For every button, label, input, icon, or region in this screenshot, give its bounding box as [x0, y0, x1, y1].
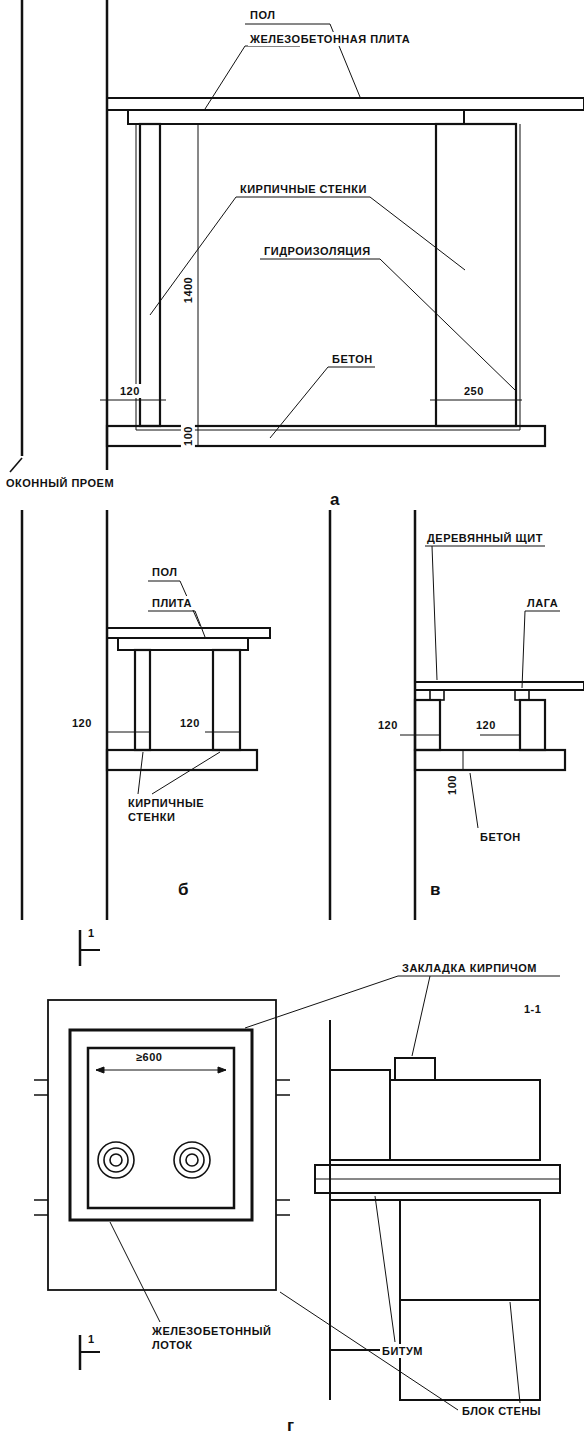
shield-label: ДЕРЕВЯННЫЙ ЩИТ [425, 531, 545, 545]
dimension: 100 [181, 424, 195, 448]
floor-label: ПОЛ [248, 8, 277, 22]
brick-walls-label: КИРПИЧНЫЕ СТЕНКИ [238, 182, 369, 196]
slab-label: ЖЕЛЕЗОБЕТОННАЯ ПЛИТА [248, 32, 412, 46]
concrete-label: БЕТОН [330, 352, 375, 366]
dimension: ≥600 [134, 1050, 164, 1064]
figure-letter: в [428, 880, 443, 899]
brick-walls-label: КИРПИЧНЫЕ СТЕНКИ [126, 796, 240, 824]
floor-label: ПОЛ [150, 565, 179, 579]
dimension: 120 [178, 716, 202, 730]
dimension: 120 [474, 718, 498, 732]
tray-label: ЖЕЛЕЗОБЕТОННЫЙ ЛОТОК [150, 1324, 294, 1352]
dimension: 120 [376, 718, 400, 732]
dimension: 1400 [181, 275, 195, 305]
figure-letter: г [285, 1416, 297, 1435]
window-label: ОКОННЫЙ ПРОЕМ [4, 476, 116, 490]
section-mark: 1 [86, 926, 97, 940]
dimension: 250 [462, 384, 486, 398]
brick-fill-label: ЗАКЛАДКА КИРПИЧОМ [400, 961, 539, 975]
concrete-label: БЕТОН [478, 830, 523, 844]
dimension: 120 [118, 384, 142, 398]
figure-letter: а [328, 490, 342, 509]
section-mark: 1 [86, 1332, 97, 1346]
dimension: 100 [445, 773, 459, 797]
wall-block-label: БЛОК СТЕНЫ [460, 1404, 543, 1418]
slab-label: ПЛИТА [150, 596, 194, 610]
dimension: 120 [70, 716, 94, 730]
waterproofing-label: ГИДРОИЗОЛЯЦИЯ [262, 244, 373, 258]
bitumen-label: БИТУМ [380, 1344, 425, 1358]
figure-letter: б [176, 880, 191, 899]
joist-label: ЛАГА [525, 596, 560, 610]
section-title: 1-1 [522, 1002, 543, 1016]
